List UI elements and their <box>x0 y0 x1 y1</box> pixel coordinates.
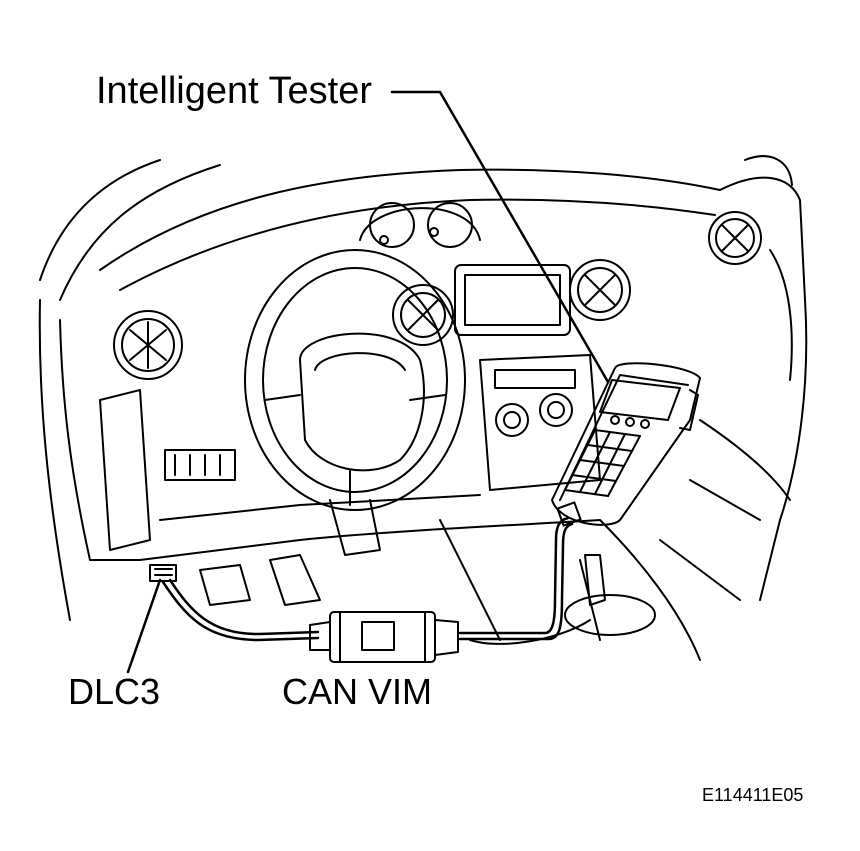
air-vent-center-right <box>569 259 631 321</box>
leader-line-dlc3 <box>126 578 162 674</box>
dlc3-label: DLC3 <box>68 671 161 712</box>
dashboard-outline <box>38 155 808 661</box>
air-vent-center-left <box>392 284 454 346</box>
dlc3-connector <box>149 564 177 582</box>
can-vim-device <box>309 611 459 663</box>
intelligent-tester-label: Intelligent Tester <box>96 70 373 112</box>
intelligent-tester-device <box>551 362 701 527</box>
steering-wheel <box>244 249 466 556</box>
leader-line-tester <box>390 90 610 384</box>
climate-controls <box>494 369 576 437</box>
can-vim-label: CAN VIM <box>282 671 433 712</box>
figure-code: E114411E05 <box>702 785 804 805</box>
cable-vim-to-tester <box>458 516 574 641</box>
cable-dlc3-to-vim <box>161 578 320 642</box>
air-vent-right <box>708 211 762 265</box>
air-vent-left <box>113 310 183 380</box>
instrument-cluster <box>359 202 571 336</box>
